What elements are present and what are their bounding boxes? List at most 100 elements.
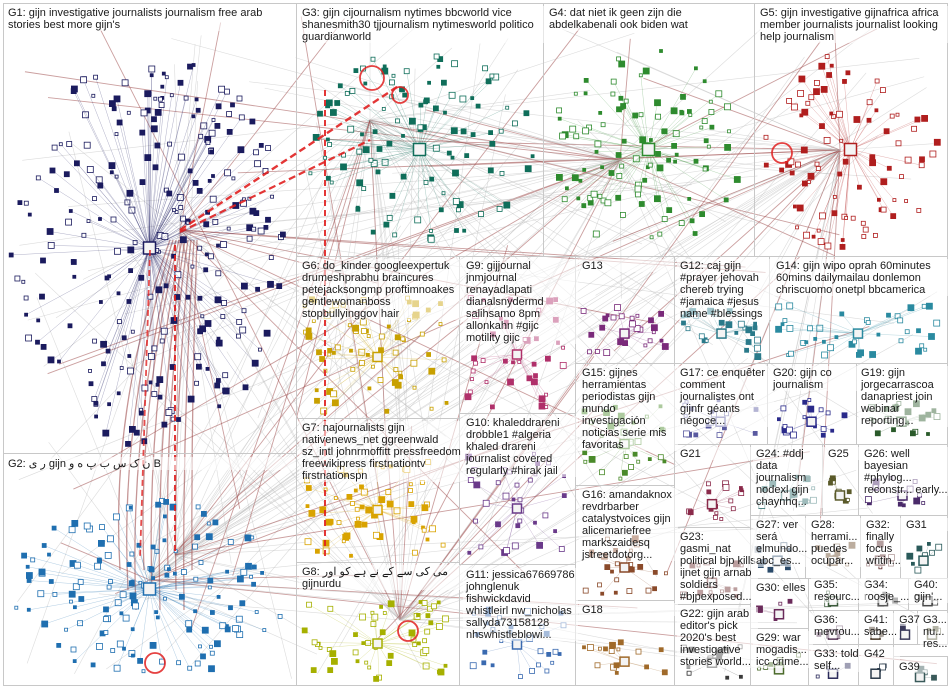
node bbox=[672, 143, 677, 148]
node bbox=[636, 314, 639, 317]
node bbox=[113, 514, 119, 520]
node bbox=[195, 661, 200, 666]
node bbox=[905, 200, 908, 203]
node bbox=[601, 592, 604, 595]
node bbox=[25, 313, 28, 316]
group-edge bbox=[28, 567, 150, 589]
node bbox=[57, 643, 61, 647]
node bbox=[81, 77, 87, 83]
node bbox=[900, 175, 904, 179]
node bbox=[545, 356, 550, 361]
node bbox=[212, 175, 215, 178]
node bbox=[222, 300, 227, 305]
node bbox=[635, 186, 641, 192]
node bbox=[916, 348, 922, 354]
node bbox=[228, 540, 233, 545]
node bbox=[914, 498, 920, 504]
hub-node-g3 bbox=[414, 144, 426, 156]
node bbox=[512, 543, 518, 549]
group-label-g25: G25 bbox=[825, 447, 860, 460]
node bbox=[95, 415, 98, 418]
node bbox=[148, 353, 154, 359]
node bbox=[619, 96, 623, 100]
node bbox=[237, 319, 242, 324]
node bbox=[26, 335, 32, 341]
node bbox=[22, 280, 25, 283]
node bbox=[95, 563, 101, 569]
node bbox=[128, 368, 134, 374]
node bbox=[627, 589, 632, 594]
node bbox=[791, 104, 797, 110]
node bbox=[233, 626, 239, 632]
node bbox=[120, 612, 123, 615]
node bbox=[357, 149, 362, 154]
node bbox=[373, 532, 379, 538]
node bbox=[503, 493, 509, 499]
node bbox=[210, 196, 216, 202]
node bbox=[411, 516, 417, 522]
node bbox=[624, 455, 628, 459]
node bbox=[449, 92, 455, 98]
node bbox=[161, 328, 167, 334]
node bbox=[867, 118, 871, 122]
node bbox=[99, 301, 102, 304]
group-edge bbox=[625, 662, 665, 673]
node bbox=[356, 207, 360, 211]
node bbox=[911, 562, 914, 565]
edge bbox=[48, 98, 620, 160]
node bbox=[582, 204, 586, 208]
node bbox=[875, 431, 880, 436]
node bbox=[213, 520, 218, 525]
node bbox=[616, 195, 621, 200]
node bbox=[387, 215, 392, 220]
node bbox=[930, 151, 936, 157]
node bbox=[199, 134, 203, 138]
node bbox=[201, 511, 206, 516]
node bbox=[196, 108, 200, 112]
node bbox=[424, 180, 428, 184]
node bbox=[428, 236, 434, 242]
node bbox=[164, 597, 167, 600]
node bbox=[532, 362, 536, 366]
node bbox=[111, 649, 115, 653]
node bbox=[69, 527, 75, 533]
node bbox=[524, 111, 529, 116]
node bbox=[804, 232, 810, 238]
node bbox=[28, 213, 31, 216]
node bbox=[326, 138, 329, 141]
node bbox=[490, 405, 494, 409]
node bbox=[355, 521, 361, 527]
node bbox=[357, 180, 363, 186]
node bbox=[753, 326, 757, 330]
node bbox=[393, 233, 397, 237]
node bbox=[825, 55, 829, 59]
node bbox=[360, 485, 364, 489]
node bbox=[306, 328, 311, 333]
node bbox=[518, 675, 522, 679]
node bbox=[364, 82, 367, 85]
edge bbox=[175, 190, 556, 555]
node bbox=[423, 639, 427, 643]
node bbox=[706, 482, 710, 486]
node bbox=[271, 195, 274, 198]
node bbox=[805, 341, 808, 344]
node bbox=[707, 145, 710, 148]
node bbox=[380, 605, 383, 608]
node bbox=[604, 350, 610, 356]
node bbox=[152, 577, 155, 580]
node bbox=[403, 93, 407, 97]
node bbox=[188, 64, 193, 69]
node bbox=[447, 151, 451, 155]
node bbox=[543, 513, 548, 518]
node bbox=[934, 320, 940, 326]
node bbox=[558, 653, 561, 656]
node bbox=[73, 275, 76, 278]
node bbox=[412, 550, 417, 555]
node bbox=[100, 525, 105, 530]
node bbox=[843, 79, 847, 83]
node bbox=[315, 549, 319, 553]
node bbox=[27, 608, 30, 611]
node bbox=[496, 481, 500, 485]
node bbox=[572, 175, 578, 181]
node bbox=[196, 364, 201, 369]
